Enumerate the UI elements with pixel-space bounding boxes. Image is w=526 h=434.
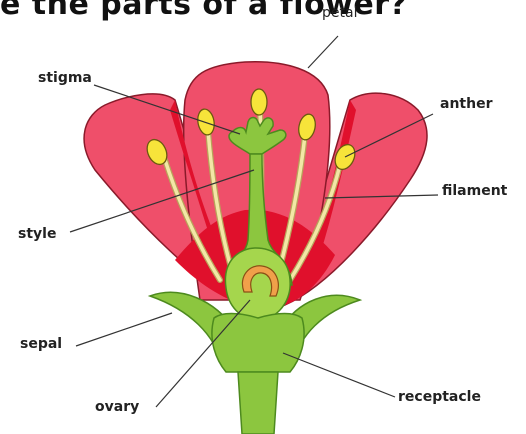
ovary [225, 248, 290, 320]
receptacle [212, 314, 304, 373]
stem [238, 372, 278, 434]
leader-line-receptacle [283, 353, 395, 397]
leader-line-sepal [76, 313, 172, 346]
label-ovary: ovary [95, 399, 139, 415]
leader-line-petal [308, 36, 338, 68]
receptacle-group [212, 314, 304, 434]
label-sepal: sepal [20, 336, 62, 352]
label-petal: petal [322, 5, 357, 21]
anther [251, 89, 267, 115]
label-style: style [18, 226, 56, 242]
label-filament: filament [442, 183, 507, 199]
label-anther: anther [440, 96, 492, 112]
label-stigma: stigma [38, 70, 92, 86]
label-receptacle: receptacle [398, 389, 481, 405]
